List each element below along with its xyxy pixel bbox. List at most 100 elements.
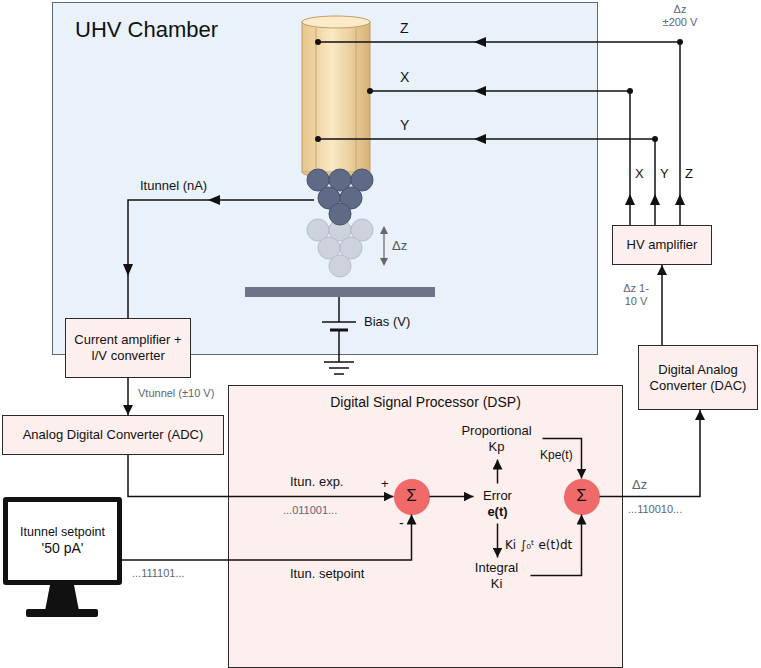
node-text: '50 pA': [11, 540, 114, 557]
electrode-line: [356, 28, 357, 177]
signal-arrow: [661, 265, 663, 345]
node-text: HV amplifier: [619, 237, 705, 253]
sign-label: -: [399, 515, 404, 532]
signal-arrow: [128, 455, 394, 497]
monitor-base: [26, 609, 98, 617]
wire-dot: [315, 39, 321, 45]
wire-dot: [652, 136, 658, 142]
signal-arrow: [600, 410, 701, 497]
node-text: Ki: [463, 576, 531, 592]
error-signal: Errore(t): [474, 484, 522, 524]
binary-value: ...110010...: [628, 503, 682, 516]
ghost-tip-atoms: [307, 219, 373, 277]
signal-name: Itun. exp.: [290, 474, 343, 490]
wire: [338, 330, 340, 362]
edge-label: ...011001...: [283, 504, 337, 517]
tunnel-current-wire: [123, 195, 314, 318]
sign-label: +: [381, 476, 389, 492]
displacement-label: Δz: [392, 238, 407, 254]
junction-circle: [394, 479, 430, 515]
axis-label: Y: [660, 166, 669, 182]
wire: [338, 297, 340, 322]
signal-arrow: [497, 524, 499, 558]
tip-atoms: [307, 169, 373, 225]
axis-label: X: [400, 69, 409, 86]
signal-arrow: [543, 439, 582, 479]
node-text: Current amplifier + I/V converter: [74, 332, 182, 363]
node-text: Σ: [394, 486, 430, 506]
sample-surface: [245, 287, 435, 297]
signal-name: Itun. setpoint: [290, 566, 364, 582]
node-text: Integral: [463, 560, 531, 576]
tube-body: [302, 22, 370, 172]
wire-dot: [627, 88, 633, 94]
monitor-neck: [45, 585, 79, 611]
edge-label: Kpe(t): [540, 448, 573, 462]
axis-label: Z: [685, 166, 693, 182]
arrow-head: [625, 194, 635, 205]
wire-dot: [677, 39, 683, 45]
edge-label: Ki ∫₀ᵗ e(t)dt: [505, 538, 572, 552]
chamber-title: UHV Chamber: [75, 17, 575, 43]
signal-arrow: [531, 515, 582, 576]
z-wire: [318, 42, 680, 225]
atom: [307, 219, 329, 241]
voltage-range: Δz 1-10 V: [618, 282, 654, 308]
dsp-box: Digital Signal Processor (DSP)ΣErrore(t)…: [228, 385, 623, 668]
hv-amplifier-box: HV amplifier: [612, 225, 712, 265]
node-text: e(t): [474, 504, 522, 520]
signal-arrow: [127, 378, 129, 415]
tube-bottom: [302, 172, 370, 178]
node-text: Σ: [564, 486, 600, 506]
wire-dot: [367, 88, 373, 94]
arrow-head: [650, 194, 660, 205]
x-wire: [370, 91, 630, 225]
atom: [351, 219, 373, 241]
arrow-head: [123, 264, 133, 276]
bias-source: [322, 297, 356, 374]
current-amplifier-box: Current amplifier + I/V converter: [65, 318, 191, 378]
atom: [329, 169, 351, 191]
junction-circle: [564, 479, 600, 515]
electrode-line: [316, 28, 317, 177]
signal-arrow: [430, 496, 474, 498]
atom: [329, 219, 351, 241]
arrow-head: [474, 37, 486, 47]
wire: [128, 200, 314, 318]
node-text: Analog Digital Converter (ADC): [7, 427, 219, 443]
connectors: [122, 265, 700, 576]
y-wire: [318, 139, 655, 225]
signal-name: Itunnel (nA): [140, 178, 207, 194]
atom: [340, 187, 362, 209]
monitor-screen: Itunnel setpoint'50 pA': [3, 497, 122, 585]
atom: [329, 255, 351, 277]
atom: [318, 237, 340, 259]
edge-label: Vtunnel (±10 V): [138, 387, 214, 400]
arrow-head: [380, 226, 388, 234]
node-text: Error: [474, 488, 522, 504]
arrow-head: [208, 195, 220, 205]
ground-symbol: [329, 367, 349, 369]
proportional-term: ProportionalKp: [451, 418, 543, 460]
ground-symbol: [324, 361, 354, 363]
node-text: Proportional: [451, 423, 543, 439]
piezo-tube: [302, 16, 370, 178]
voltage-range: Δz ±200 V: [661, 3, 699, 29]
axis-label: Y: [400, 117, 409, 134]
wire-dot: [315, 136, 321, 142]
vacuum-chamber: UHV Chamber: [52, 2, 598, 355]
dz-arrow: [380, 226, 388, 266]
battery-plate: [330, 329, 348, 332]
node-text: Itunnel setpoint: [11, 525, 114, 540]
adc-box: Analog Digital Converter (ADC): [2, 415, 224, 455]
arrow-head: [474, 134, 486, 144]
battery-plate: [322, 321, 356, 323]
signal-arrow: [497, 460, 499, 484]
wire-marks: [315, 37, 685, 205]
bias-label: Bias (V): [364, 314, 410, 330]
ground-symbol: [334, 373, 344, 375]
arrow-head: [474, 86, 486, 96]
atom: [329, 203, 351, 225]
arrow-head: [380, 258, 388, 266]
atom: [318, 187, 340, 209]
